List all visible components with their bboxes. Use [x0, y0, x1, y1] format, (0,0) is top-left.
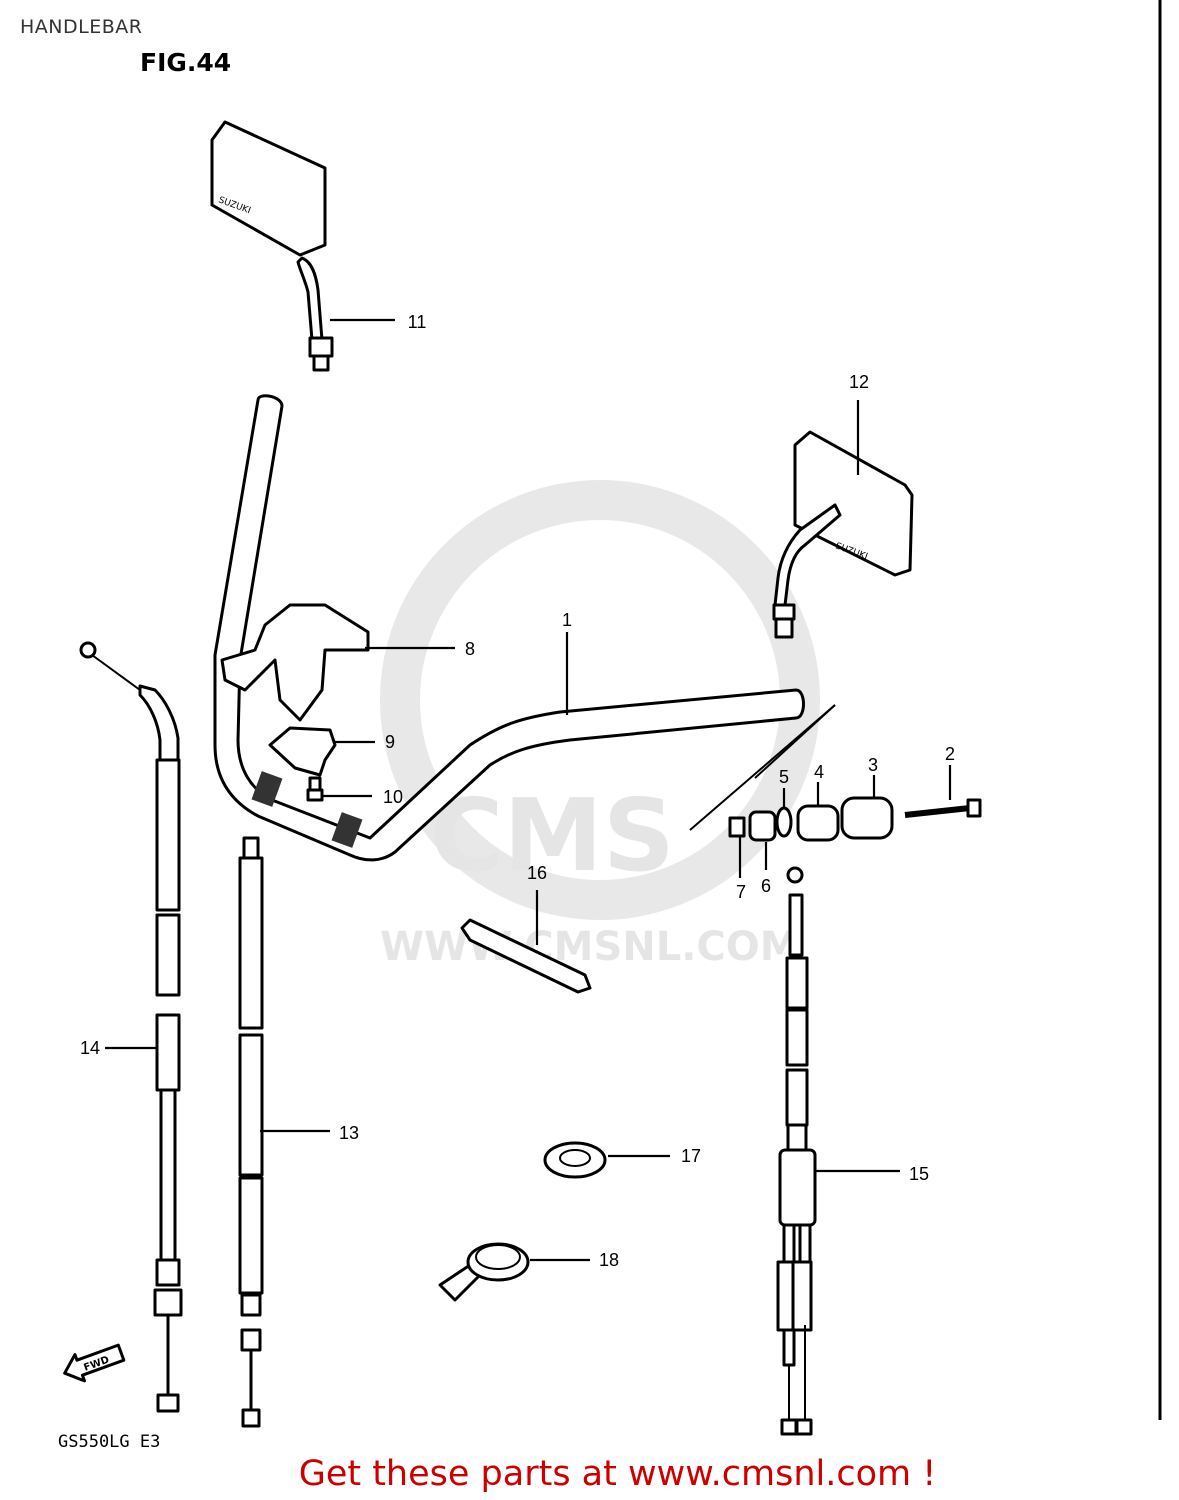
part-number: 7 — [736, 882, 746, 902]
cable-15 — [776, 866, 817, 1436]
part-number: 1 — [562, 610, 572, 630]
part-number: 16 — [527, 863, 547, 883]
part-number: 8 — [465, 639, 475, 659]
part-5-washer — [775, 806, 793, 838]
part-number: 14 — [80, 1038, 100, 1058]
strap — [460, 918, 592, 994]
grommet — [543, 1141, 607, 1179]
screw — [306, 776, 324, 802]
footer-cta-text[interactable]: Get these parts at www.cmsnl.com ! — [298, 1454, 937, 1494]
forward-arrow-icon: FWD — [63, 1343, 126, 1383]
bracket — [268, 726, 337, 777]
part-number: 5 — [779, 767, 789, 787]
handlebar-clamp — [220, 603, 370, 722]
bar-end-assembly — [728, 796, 982, 842]
grip-band — [331, 812, 363, 848]
part-4-weight — [796, 804, 840, 842]
part-number: 6 — [761, 876, 771, 896]
watermark-url: WWW.CMSNL.COM — [380, 924, 800, 970]
part-number: 12 — [849, 372, 869, 392]
cable-14 — [79, 641, 183, 1413]
figure-label: FIG.44 — [140, 48, 232, 77]
part-number: 15 — [909, 1164, 929, 1184]
part-7-nut — [728, 816, 746, 838]
part-2-bolt — [904, 805, 971, 818]
part-number: 18 — [599, 1250, 619, 1270]
handlebar — [213, 394, 805, 862]
right-mirror: SUZUKI — [772, 430, 914, 639]
part-number-labels: 1 2 3 4 5 6 7 8 9 10 11 12 13 14 15 16 1… — [80, 312, 955, 1270]
model-code: GS550LG E3 — [58, 1432, 161, 1452]
page-title: HANDLEBAR — [20, 16, 143, 38]
part-number: 9 — [385, 732, 395, 752]
adjuster — [438, 1242, 530, 1302]
part-number: 2 — [945, 744, 955, 764]
part-2-bolt-head — [966, 798, 982, 818]
part-number: 17 — [681, 1146, 701, 1166]
part-3-bar-end — [840, 796, 894, 840]
left-mirror: SUZUKI — [210, 120, 334, 372]
part-number: 3 — [868, 755, 878, 775]
part-number: 11 — [408, 312, 427, 332]
footer-cta[interactable]: Get these parts at www.cmsnl.com ! — [0, 1448, 1179, 1500]
watermark-brand: CMS — [430, 777, 675, 894]
part-number: 13 — [339, 1123, 359, 1143]
grip-band — [251, 771, 283, 807]
part-number: 4 — [814, 762, 824, 782]
leader-lines — [105, 318, 952, 1262]
cable-13 — [238, 836, 264, 1428]
part-6-spacer — [748, 810, 777, 842]
part-number: 10 — [383, 787, 403, 807]
bar-end-guide — [689, 704, 836, 831]
